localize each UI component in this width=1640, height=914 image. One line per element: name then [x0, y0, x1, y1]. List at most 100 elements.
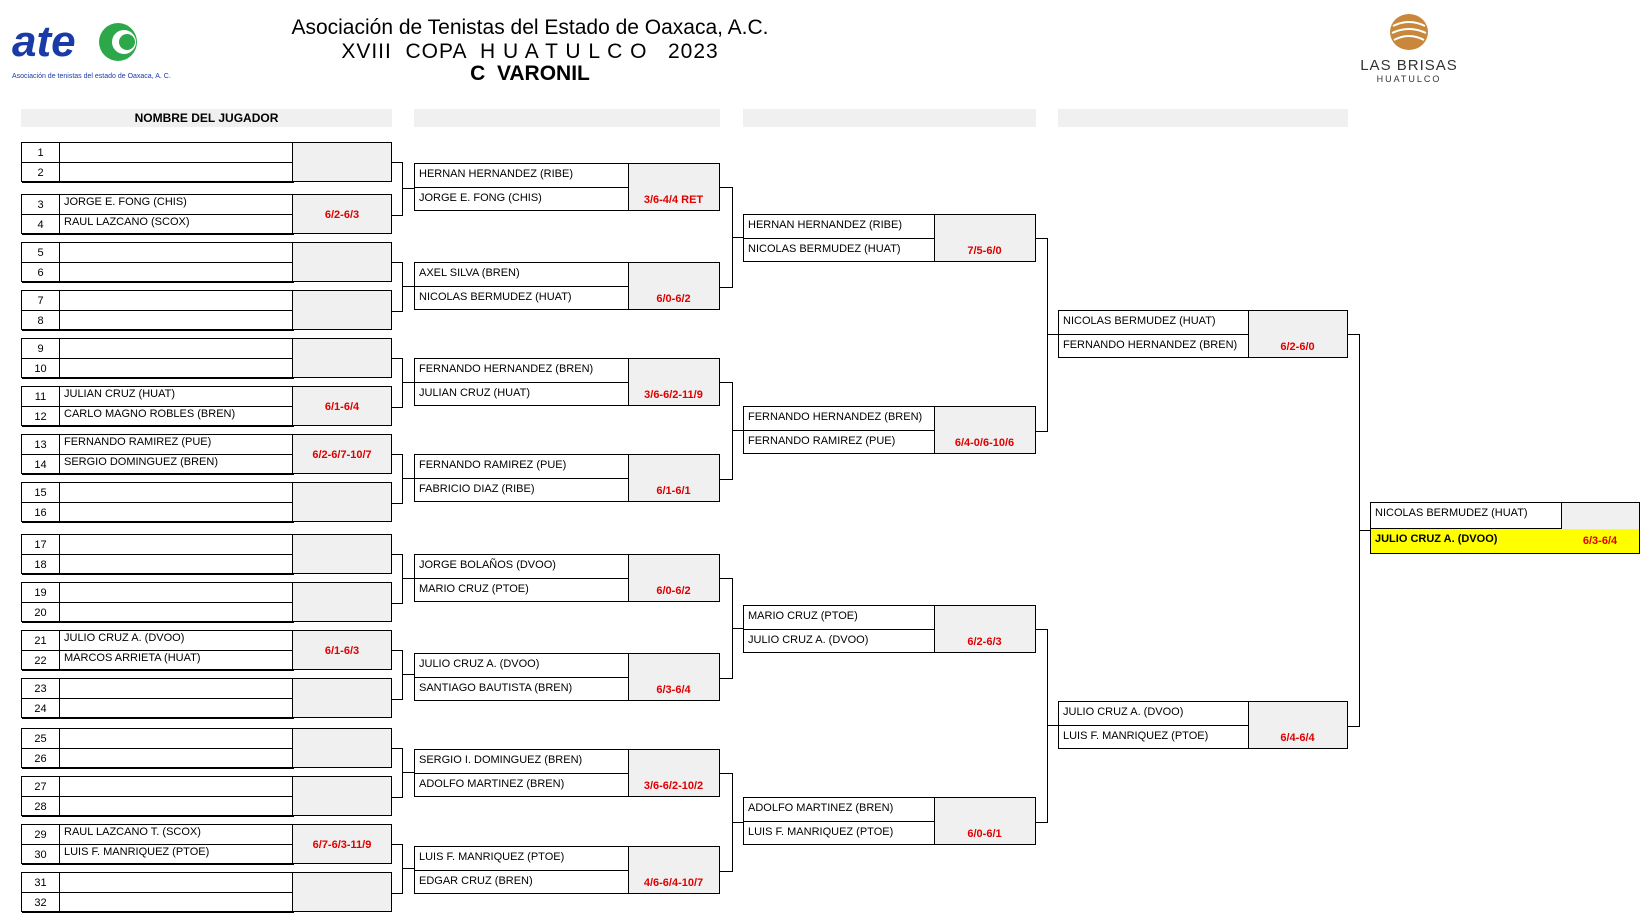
player-slot[interactable]: 20 [22, 603, 294, 623]
player-slot[interactable]: 15 [22, 483, 294, 503]
player-name[interactable]: FERNANDO HERNANDEZ (BREN) [419, 363, 594, 375]
player-slot[interactable]: 10 [22, 359, 294, 379]
player-slot[interactable]: 32 [22, 893, 294, 913]
player-slot[interactable]: 18 [22, 555, 294, 575]
match-score: 3/6-6/2-11/9 [644, 389, 703, 401]
brisas-shell-icon [1390, 14, 1428, 50]
player-name[interactable]: NICOLAS BERMUDEZ (HUAT) [748, 243, 901, 255]
player-name[interactable]: FABRICIO DIAZ (RIBE) [419, 483, 535, 495]
bracket-connector [1047, 334, 1058, 335]
player-name[interactable]: JULIO CRUZ A. (DVOO) [1375, 533, 1498, 545]
column-header-players: NOMBRE DEL JUGADOR [21, 109, 392, 127]
score-cell [292, 679, 391, 717]
player-name[interactable]: FERNANDO RAMIREZ (PUE) [419, 459, 567, 471]
player-slot[interactable]: 25 [22, 729, 294, 749]
player-name[interactable]: JULIAN CRUZ (HUAT) [419, 387, 531, 399]
player-name: CARLO MAGNO ROBLES (BREN) [64, 408, 236, 420]
player-slot[interactable]: 31 [22, 873, 294, 893]
match-score: 6/4-0/6-10/6 [954, 437, 1015, 449]
slot-number: 27 [22, 777, 60, 796]
player-slot[interactable]: 2 [22, 163, 294, 183]
row-divider [744, 629, 936, 630]
player-name[interactable]: LUIS F. MANRIQUEZ (PTOE) [419, 851, 565, 863]
player-slot[interactable]: 30 LUIS F. MANRIQUEZ (PTOE) [22, 845, 294, 865]
player-name[interactable]: NICOLAS BERMUDEZ (HUAT) [1063, 315, 1216, 327]
column-header-round3 [743, 109, 1036, 127]
player-name[interactable]: SERGIO I. DOMINGUEZ (BREN) [419, 754, 583, 766]
player-slot[interactable]: 1 [22, 143, 294, 163]
player-slot[interactable]: 28 [22, 797, 294, 817]
slot-number: 14 [22, 455, 60, 474]
player-slot[interactable]: 7 [22, 291, 294, 311]
winner-highlight [1371, 529, 1639, 553]
score-cell [292, 535, 391, 573]
player-name[interactable]: JORGE BOLAÑOS (DVOO) [419, 559, 556, 571]
player-name[interactable]: ADOLFO MARTINEZ (BREN) [419, 778, 565, 790]
player-slot[interactable]: 6 [22, 263, 294, 283]
association-title: Asociación de Tenistas del Estado de Oax… [291, 16, 769, 39]
player-slot[interactable]: 27 [22, 777, 294, 797]
player-name[interactable]: JORGE E. FONG (CHIS) [419, 192, 542, 204]
round2-match: JORGE BOLAÑOS (DVOO)MARIO CRUZ (PTOE)6/0… [414, 554, 720, 602]
player-name[interactable]: HERNAN HERNANDEZ (RIBE) [419, 168, 574, 180]
score-cell: 6/2-6/7-10/7 [292, 435, 391, 473]
slot-number: 30 [22, 845, 60, 864]
slot-number: 31 [22, 873, 60, 892]
player-name[interactable]: HERNAN HERNANDEZ (RIBE) [748, 219, 903, 231]
player-name: LUIS F. MANRIQUEZ (PTOE) [64, 846, 210, 858]
bracket-connector [392, 454, 403, 504]
score-cell [292, 483, 391, 521]
bracket-connector [392, 262, 403, 312]
player-slot[interactable]: 16 [22, 503, 294, 523]
round2-match: HERNAN HERNANDEZ (RIBE) JORGE E. FONG (CH… [414, 163, 720, 211]
player-name[interactable]: MARIO CRUZ (PTOE) [748, 610, 858, 622]
player-name[interactable]: EDGAR CRUZ (BREN) [419, 875, 533, 887]
round3-match: FERNANDO HERNANDEZ (BREN) FERNANDO RAMIRE… [743, 406, 1036, 454]
slot-number: 5 [22, 243, 60, 262]
player-slot[interactable]: 5 [22, 243, 294, 263]
player-name[interactable]: LUIS F. MANRIQUEZ (PTOE) [1063, 730, 1209, 742]
round2-match: AXEL SILVA (BREN) NICOLAS BERMUDEZ (HUAT)… [414, 262, 720, 310]
player-slot[interactable]: 23 [22, 679, 294, 699]
category-title: C VARONIL [470, 62, 590, 85]
slot-number: 18 [22, 555, 60, 574]
player-name[interactable]: MARIO CRUZ (PTOE) [419, 583, 529, 595]
player-name[interactable]: ADOLFO MARTINEZ (BREN) [748, 802, 894, 814]
bracket-connector [732, 627, 743, 629]
player-name[interactable]: SANTIAGO BAUTISTA (BREN) [419, 682, 573, 694]
slot-number: 13 [22, 435, 60, 454]
player-slot[interactable]: 9 [22, 339, 294, 359]
player-name[interactable]: FERNANDO HERNANDEZ (BREN) [748, 411, 923, 423]
player-slot[interactable]: 24 [22, 699, 294, 719]
player-name[interactable]: FERNANDO RAMIREZ (PUE) [748, 435, 896, 447]
player-slot[interactable]: 19 [22, 583, 294, 603]
score-cell [292, 143, 391, 181]
player-name[interactable]: AXEL SILVA (BREN) [419, 267, 520, 279]
player-name[interactable]: LUIS F. MANRIQUEZ (PTOE) [748, 826, 894, 838]
player-name[interactable]: NICOLAS BERMUDEZ (HUAT) [1375, 507, 1528, 519]
player-name[interactable]: JULIO CRUZ A. (DVOO) [1063, 706, 1184, 718]
player-slot[interactable]: 8 [22, 311, 294, 331]
player-name[interactable]: NICOLAS BERMUDEZ (HUAT) [419, 291, 572, 303]
player-name[interactable]: JULIO CRUZ A. (DVOO) [419, 658, 540, 670]
player-slot[interactable]: 17 [22, 535, 294, 555]
slot-number: 16 [22, 503, 60, 522]
player-name[interactable]: JULIO CRUZ A. (DVOO) [748, 634, 869, 646]
player-name[interactable]: FERNANDO HERNANDEZ (BREN) [1063, 339, 1238, 351]
slot-number: 10 [22, 359, 60, 378]
player-slot[interactable]: 26 [22, 749, 294, 769]
